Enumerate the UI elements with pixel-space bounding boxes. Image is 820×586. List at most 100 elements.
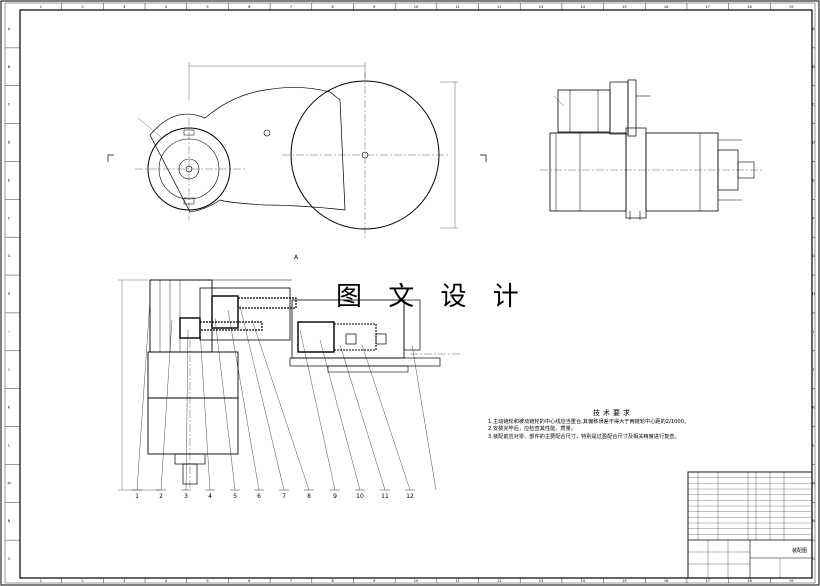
zone-label-left: M [7, 481, 10, 485]
zone-label-right: I [813, 330, 814, 334]
zone-label-right: M [812, 481, 815, 485]
zone-label-left: H [8, 292, 11, 296]
part-balloon-12: 12 [406, 493, 414, 500]
zone-label-bottom: 9 [373, 579, 376, 583]
zone-label-bottom: 1 [40, 579, 42, 583]
zone-label-bottom: 14 [580, 579, 585, 583]
zone-label-left: E [8, 178, 11, 182]
zone-label-top: 9 [373, 5, 376, 9]
zone-label-right: O [812, 557, 815, 561]
zone-label-top: 13 [539, 5, 544, 9]
zone-label-bottom: 13 [539, 579, 544, 583]
zone-label-right: L [812, 443, 814, 447]
zone-label-left: K [8, 406, 11, 410]
zone-label-top: 3 [123, 5, 125, 9]
zone-label-right: A [812, 27, 815, 31]
zone-label-top: 14 [580, 5, 585, 9]
zone-label-right: H [812, 292, 815, 296]
zone-label-left: C [8, 103, 11, 107]
zone-label-top: 11 [455, 5, 460, 9]
zone-frame [4, 2, 816, 584]
zone-label-bottom: 15 [622, 579, 627, 583]
zone-labels-top: 1122334455667788991010111112121313141415… [40, 5, 794, 583]
zone-label-top: 7 [290, 5, 292, 9]
zone-label-top: 5 [206, 5, 208, 9]
technical-requirement-3: 3.装配前应对零、部件的主要配合尺寸，特别是过盈配合尺寸及相关精度进行复查。 [488, 433, 680, 440]
zone-ticks [5, 3, 815, 583]
front-view [107, 62, 487, 238]
zone-label-bottom: 7 [290, 579, 292, 583]
zone-label-bottom: 2 [81, 579, 83, 583]
zone-label-top: 10 [414, 5, 419, 9]
zone-label-bottom: 10 [414, 579, 419, 583]
title-block-drawing-name: 装配图 [792, 547, 807, 554]
zone-label-left: I [8, 330, 9, 334]
zone-label-right: N [812, 519, 815, 523]
zone-label-right: K [812, 406, 815, 410]
zone-label-right: G [812, 254, 815, 258]
watermark: 图 文 设 计 [336, 282, 528, 312]
zone-label-top: 6 [248, 5, 251, 9]
part-balloon-9: 9 [333, 493, 337, 500]
section-view [118, 279, 462, 491]
leader-lines [136, 299, 437, 491]
inner-frame [19, 9, 813, 579]
zone-label-left: A [8, 27, 11, 31]
zone-label-bottom: 19 [789, 579, 794, 583]
technical-requirements: 技术要求 1.主动链轮和被动链轮的中心线应当重合,其偏移误差不得大于两链轮中心距… [488, 409, 738, 441]
zone-label-left: L [8, 443, 10, 447]
part-balloon-1: 1 [135, 493, 139, 500]
zone-label-bottom: 8 [331, 579, 334, 583]
zone-label-left: F [8, 216, 10, 220]
zone-label-bottom: 18 [747, 579, 752, 583]
zone-label-bottom: 17 [706, 579, 711, 583]
zone-label-top: 17 [706, 5, 711, 9]
title-block [687, 471, 813, 579]
part-balloon-4: 4 [208, 493, 212, 500]
zone-label-top: 18 [747, 5, 752, 9]
section-label: A [294, 254, 299, 261]
zone-label-top: 12 [497, 5, 502, 9]
zone-label-bottom: 5 [206, 579, 208, 583]
part-balloon-6: 6 [257, 493, 261, 500]
zone-label-top: 15 [622, 5, 627, 9]
zone-label-bottom: 16 [664, 579, 669, 583]
zone-label-left: G [8, 254, 11, 258]
technical-requirements-title: 技术要求 [593, 409, 633, 417]
part-balloon-10: 10 [356, 493, 364, 500]
zone-label-top: 1 [40, 5, 42, 9]
zone-label-top: 2 [81, 5, 83, 9]
zone-label-left: N [8, 519, 11, 523]
zone-label-right: F [812, 216, 814, 220]
zone-label-bottom: 6 [248, 579, 251, 583]
part-balloon-3: 3 [184, 493, 188, 500]
technical-requirement-2: 2.安装完毕后，应检查其性能、质量。 [488, 426, 576, 433]
zone-label-top: 16 [664, 5, 669, 9]
zone-label-top: 4 [165, 5, 168, 9]
part-balloon-8: 8 [307, 493, 311, 500]
part-balloon-11: 11 [381, 493, 389, 500]
zone-label-right: J [812, 368, 814, 372]
zone-label-right: B [812, 65, 815, 69]
zone-label-bottom: 3 [123, 579, 125, 583]
technical-requirement-1: 1.主动链轮和被动链轮的中心线应当重合,其偏移误差不得大于两链轮中心距的2/10… [488, 419, 690, 426]
zone-label-right: E [812, 178, 815, 182]
zone-label-left: O [8, 557, 11, 561]
zone-label-right: D [812, 141, 815, 145]
zone-label-top: 19 [789, 5, 794, 9]
zone-label-bottom: 11 [455, 579, 460, 583]
part-balloon-7: 7 [282, 493, 286, 500]
zone-label-top: 8 [331, 5, 334, 9]
side-view [540, 79, 762, 220]
part-balloon-5: 5 [233, 493, 237, 500]
zone-label-left: J [7, 368, 9, 372]
zone-label-left: D [8, 141, 11, 145]
zone-label-bottom: 12 [497, 579, 502, 583]
zone-label-right: C [812, 103, 815, 107]
part-balloon-2: 2 [159, 493, 163, 500]
zone-label-bottom: 4 [165, 579, 168, 583]
